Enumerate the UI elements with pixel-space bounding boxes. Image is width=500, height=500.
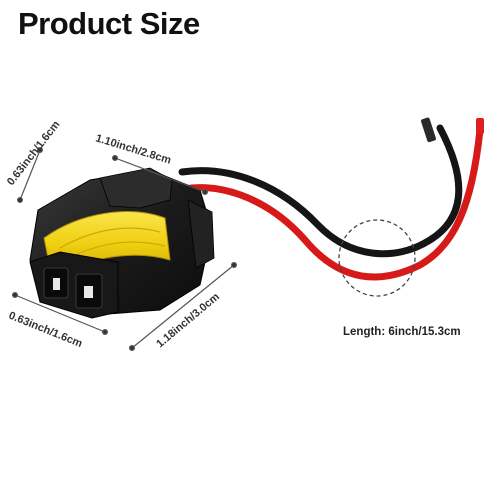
connector-front-face xyxy=(29,251,119,319)
wire-detail-circle xyxy=(338,219,416,297)
wire-length-label: Length: 6inch/15.3cm xyxy=(343,326,461,338)
red-wire-tip xyxy=(476,118,484,134)
connector-latch xyxy=(99,167,173,209)
connector-side-clip xyxy=(187,199,215,269)
black-wire-tip xyxy=(421,117,436,143)
dimension-bottom-left: 0.63inch/1.6cm xyxy=(7,310,84,351)
wire-group xyxy=(168,117,484,281)
dimension-top-width: 1.10inch/2.8cm xyxy=(94,132,173,166)
dimension-left-height: 0.63inch/1.6cm xyxy=(5,119,63,188)
page-title: Product Size xyxy=(18,6,200,41)
black-wire xyxy=(178,124,463,258)
red-wire xyxy=(168,126,484,281)
connector xyxy=(29,167,215,319)
dimension-lines xyxy=(12,147,238,352)
